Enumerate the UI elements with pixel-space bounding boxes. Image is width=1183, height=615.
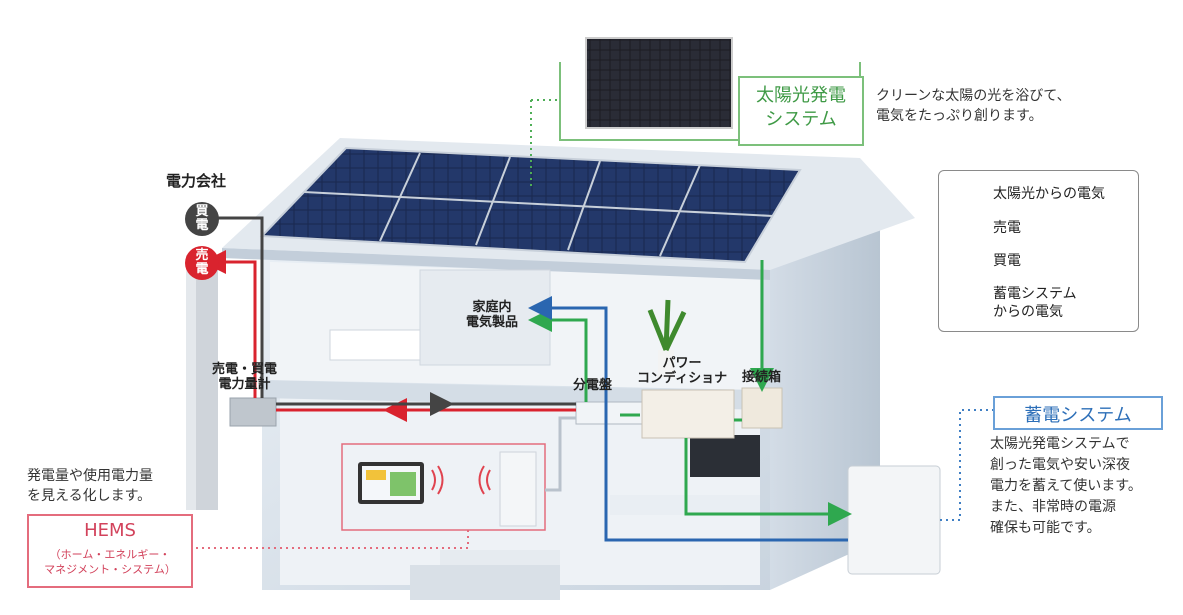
legend-item-battery: 蓄電システム からの電気: [993, 285, 1077, 321]
hems-desc-line2: を見える化します。: [27, 488, 152, 504]
junction-label: 接続箱: [742, 370, 782, 385]
legend-item-solar: 太陽光からの電気: [993, 186, 1105, 202]
distribution-panel-device: [575, 401, 647, 425]
solar-title-line2: システム: [765, 109, 837, 130]
legend-item-buy: 買電: [993, 253, 1021, 269]
junction-box-device: [741, 387, 783, 429]
legend-item-sell: 売電: [993, 220, 1021, 236]
conditioner-line1: パワー: [662, 356, 702, 371]
battery-description: 太陽光発電システムで 創った電気や安い深夜 電力を蓄えて使います。 また、非常時…: [990, 434, 1142, 539]
tv-icon: [690, 435, 760, 477]
sell-line1: 売: [195, 248, 209, 263]
wireless-signal-icon: [431, 465, 444, 495]
legend-battery-line1: 蓄電システム: [993, 286, 1077, 302]
battery-desc-line: 確保も可能です。: [990, 520, 1101, 536]
battery-unit: [847, 465, 941, 575]
power-company-label: 電力会社: [166, 172, 227, 190]
hems-controller: [499, 451, 537, 527]
conditioner-line2: コンディショナ: [637, 371, 728, 386]
panel-label: 分電盤: [573, 378, 613, 393]
battery-desc-line: また、非常時の電源: [990, 499, 1116, 515]
rooftop-solar-array: [259, 146, 802, 264]
meter-line2: 電力量計: [218, 377, 271, 392]
hems-title: HEMS: [84, 520, 136, 541]
solar-title-line1: 太陽光発電: [756, 85, 846, 106]
solar-description: クリーンな太陽の光を浴びて、 電気をたっぷり創ります。: [876, 86, 1071, 126]
solar-panel-illustration: [585, 37, 733, 129]
appliances-label: 家庭内 電気製品: [466, 300, 518, 330]
battery-desc-line: 太陽光発電システムで: [990, 436, 1130, 452]
battery-desc-line: 電力を蓄えて使います。: [990, 478, 1142, 494]
conditioner-label: パワー コンディショナ: [637, 356, 727, 386]
solar-title-box: 太陽光発電 システム: [738, 76, 864, 146]
meter-line1: 売電・買電: [212, 362, 278, 377]
power-conditioner-device: [641, 389, 735, 439]
wire-battery: [528, 296, 848, 542]
buy-line1: 買: [195, 204, 209, 219]
legend: 太陽光からの電気 売電 買電 蓄電システム からの電気: [938, 170, 1139, 332]
battery-desc-line: 創った電気や安い深夜: [990, 457, 1130, 473]
hems-description: 発電量や使用電力量 を見える化します。: [27, 466, 153, 506]
wire-buy: [210, 216, 264, 398]
sell-circle: 売 電: [185, 246, 219, 280]
hems-zone: [341, 443, 546, 531]
buy-line2: 電: [195, 218, 209, 233]
solar-desc-line1: クリーンな太陽の光を浴びて、: [876, 88, 1071, 104]
buy-circle: 買 電: [185, 202, 219, 236]
solar-desc-line2: 電気をたっぷり創ります。: [876, 108, 1043, 124]
legend-battery-line2: からの電気: [993, 304, 1063, 320]
battery-title-box: 蓄電システム: [993, 396, 1163, 430]
wire-sell: [202, 250, 257, 398]
meter-label: 売電・買電 電力量計: [212, 362, 277, 392]
hems-desc-line1: 発電量や使用電力量: [27, 468, 153, 484]
hems-subtitle-line2: マネジメント・システム）: [44, 563, 176, 576]
hems-title-box: HEMS （ホーム・エネルギー・ マネジメント・システム）: [27, 514, 193, 588]
hems-subtitle-line1: （ホーム・エネルギー・: [49, 548, 171, 561]
appliances-line2: 電気製品: [466, 315, 519, 330]
battery-title: 蓄電システム: [1024, 405, 1132, 426]
power-meter-device: [229, 397, 277, 427]
solar-title: 太陽光発電 システム: [740, 84, 862, 132]
sell-line2: 電: [195, 262, 209, 277]
appliances-line1: 家庭内: [472, 300, 512, 315]
